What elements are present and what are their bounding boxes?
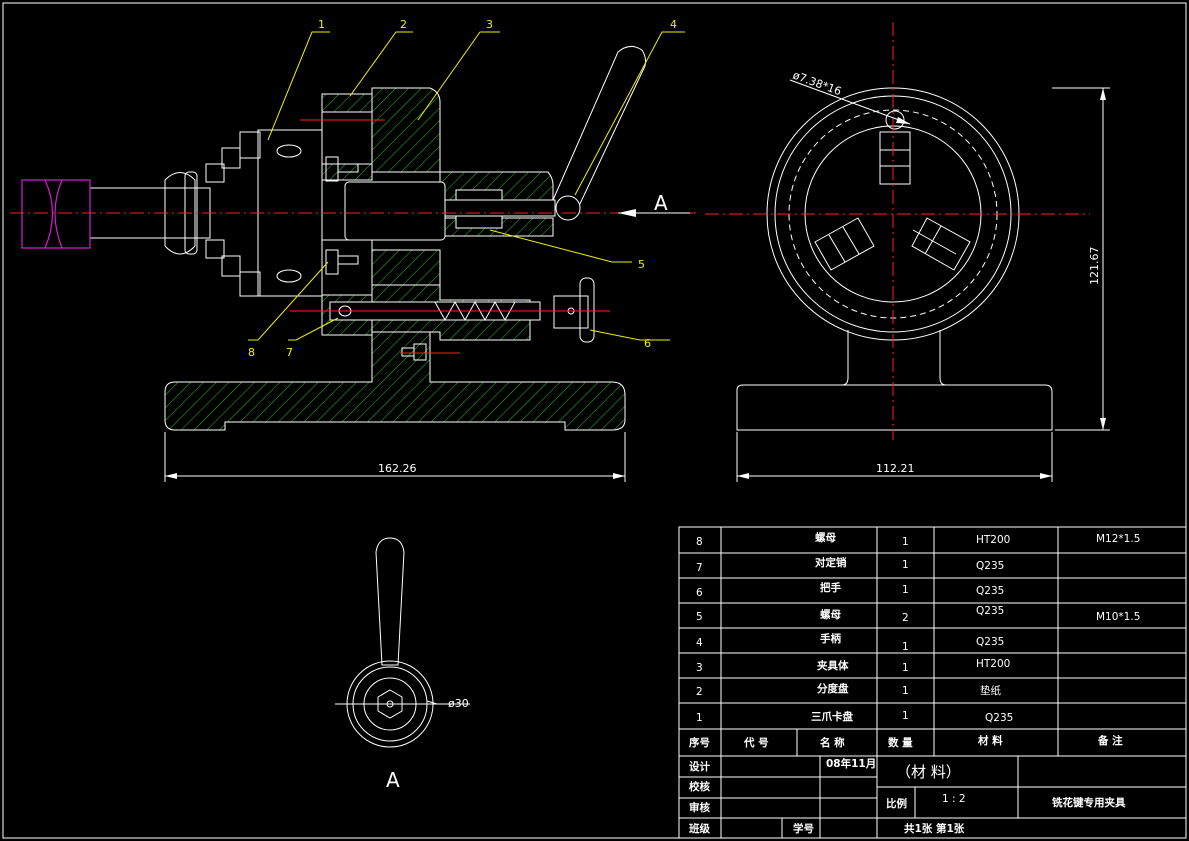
part-label-4: 4 [670, 18, 677, 31]
bom-header: 序号 代 号 名 称 数 量 材 料 备 注 [689, 734, 1123, 749]
svg-text:序号: 序号 [689, 736, 710, 749]
dim-handle-diameter-text: ø30 [448, 697, 469, 710]
svg-text:1: 1 [902, 584, 909, 596]
svg-text:（材 料）: （材 料） [896, 763, 961, 781]
svg-text:1: 1 [902, 685, 909, 697]
svg-text:Q235: Q235 [976, 636, 1004, 648]
svg-text:Q235: Q235 [976, 560, 1004, 572]
dim-base-length [164, 432, 626, 482]
svg-text:材 料: 材 料 [977, 734, 1003, 747]
part-label-2: 2 [400, 18, 407, 31]
svg-text:校核: 校核 [689, 780, 710, 793]
svg-text:M12*1.5: M12*1.5 [1096, 533, 1140, 545]
svg-text:班级: 班级 [689, 822, 710, 835]
dim-hole-pattern-text: ø7.38*16 [791, 69, 843, 99]
svg-text:HT200: HT200 [976, 534, 1010, 546]
svg-text:螺母: 螺母 [815, 531, 836, 544]
svg-text:6: 6 [696, 587, 703, 599]
svg-text:M10*1.5: M10*1.5 [1096, 611, 1140, 623]
bom-row: 1 三爪卡盘 1 Q235 [696, 710, 1013, 724]
part-label-6: 6 [644, 337, 651, 350]
svg-text:三爪卡盘: 三爪卡盘 [811, 710, 853, 723]
bom-row: 2 分度盘 1 垫纸 [696, 682, 1001, 698]
svg-text:Q235: Q235 [976, 585, 1004, 597]
svg-text:代 号: 代 号 [743, 736, 769, 749]
svg-text:备 注: 备 注 [1097, 734, 1123, 747]
svg-text:7: 7 [696, 562, 703, 574]
bom-row: 4 手柄 1 Q235 [696, 632, 1004, 653]
svg-text:手柄: 手柄 [820, 632, 841, 645]
bom-row: 7 对定销 1 Q235 [696, 556, 1004, 574]
svg-text:设计: 设计 [689, 760, 710, 773]
front-section-view [10, 46, 700, 431]
svg-text:审核: 审核 [689, 801, 710, 814]
svg-text:把手: 把手 [820, 581, 841, 594]
dim-base-length-text: 162.26 [378, 462, 417, 475]
part-label-1: 1 [318, 18, 325, 31]
dim-height-text: 121.67 [1088, 247, 1101, 286]
svg-text:夹具体: 夹具体 [817, 659, 849, 672]
svg-text:4: 4 [696, 637, 703, 649]
svg-text:1: 1 [902, 710, 909, 722]
svg-text:3: 3 [696, 662, 703, 674]
svg-text:名 称: 名 称 [820, 736, 845, 749]
dim-base-width [736, 432, 1053, 482]
svg-text:1: 1 [902, 662, 909, 674]
dim-height [1052, 87, 1110, 431]
part-label-7: 7 [286, 346, 293, 359]
part-label-3: 3 [486, 18, 493, 31]
dim-base-width-text: 112.21 [876, 462, 915, 475]
bom-row: 6 把手 1 Q235 [696, 581, 1004, 599]
svg-text:垫纸: 垫纸 [980, 684, 1001, 697]
svg-text:2: 2 [696, 686, 703, 698]
svg-text:Q235: Q235 [976, 605, 1004, 617]
svg-text:对定销: 对定销 [815, 556, 847, 569]
part-label-5: 5 [638, 258, 645, 271]
svg-text:比例: 比例 [886, 797, 907, 810]
svg-text:共1张 第1张: 共1张 第1张 [904, 822, 965, 835]
title-block: 设计 08年11月 校核 审核 班级 学号 （材 料） 比例 1 : 2 铣花键… [689, 757, 1126, 835]
svg-text:Q235: Q235 [985, 712, 1013, 724]
svg-text:1: 1 [902, 559, 909, 571]
section-view-label: A [386, 768, 400, 792]
bom-row: 5 螺母 2 Q235 M10*1.5 [696, 605, 1140, 624]
view-arrow-label: A [654, 191, 668, 215]
handle-view-a [335, 537, 470, 748]
svg-text:螺母: 螺母 [820, 608, 841, 621]
part-label-8: 8 [248, 346, 255, 359]
svg-text:数 量: 数 量 [887, 736, 913, 749]
bom-row: 8 螺母 1 HT200 M12*1.5 [696, 531, 1140, 548]
svg-text:5: 5 [696, 611, 703, 623]
bom-row: 3 夹具体 1 HT200 [696, 658, 1010, 674]
svg-text:铣花键专用夹具: 铣花键专用夹具 [1052, 796, 1126, 809]
svg-text:1: 1 [902, 641, 909, 653]
svg-text:1: 1 [696, 712, 703, 724]
side-view [705, 22, 1090, 440]
svg-text:1 : 2: 1 : 2 [942, 793, 966, 805]
bom-table [678, 526, 1187, 839]
svg-text:08年11月: 08年11月 [826, 757, 876, 770]
svg-text:1: 1 [902, 536, 909, 548]
part-leaders [248, 31, 685, 341]
svg-text:HT200: HT200 [976, 658, 1010, 670]
svg-text:分度盘: 分度盘 [817, 682, 849, 695]
svg-text:2: 2 [902, 612, 909, 624]
svg-text:8: 8 [696, 536, 703, 548]
svg-text:学号: 学号 [793, 822, 814, 835]
